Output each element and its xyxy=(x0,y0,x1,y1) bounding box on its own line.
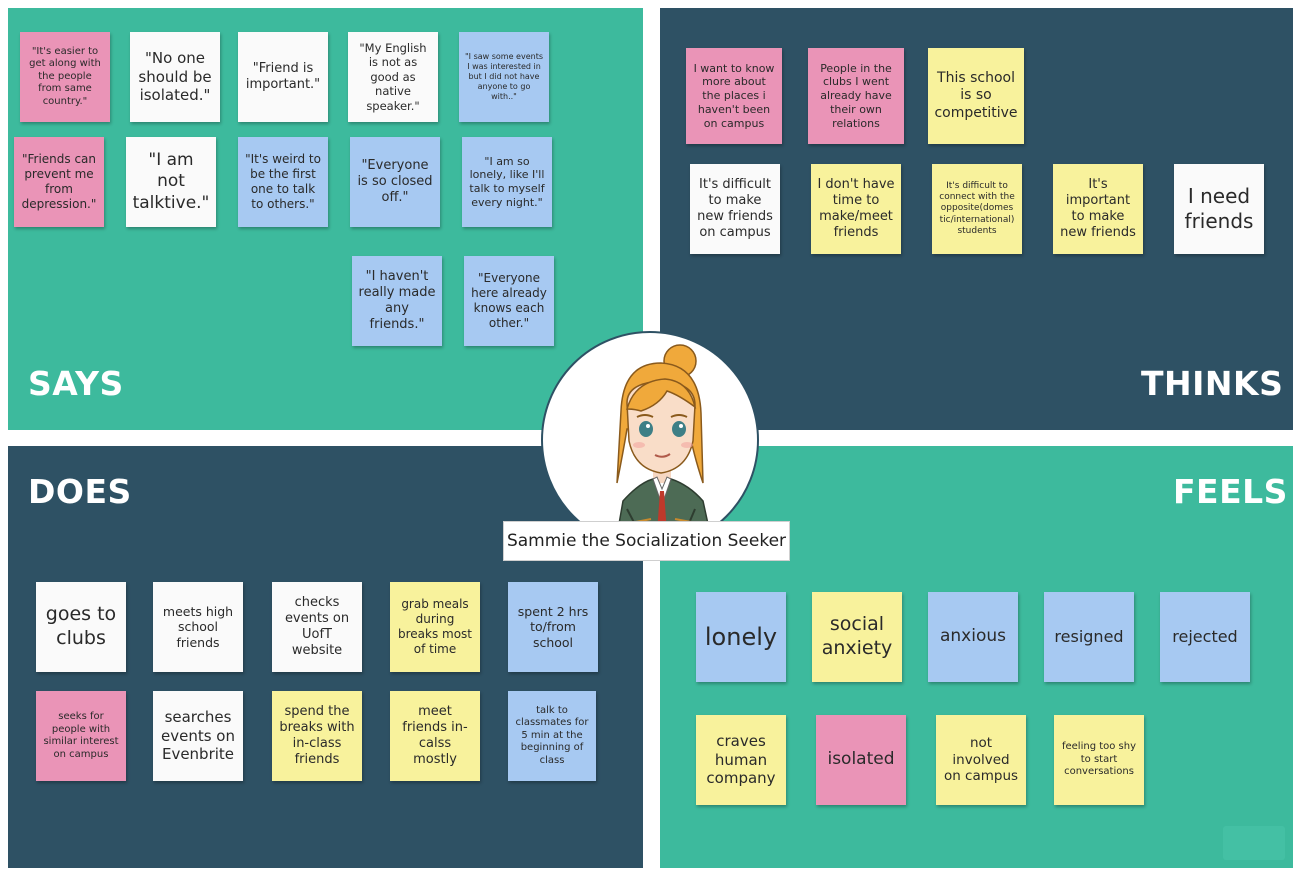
does-note[interactable]: talk to classmates for 5 min at the begi… xyxy=(508,691,596,781)
thinks-note[interactable]: I want to know more about the places i h… xyxy=(686,48,782,144)
persona-name: Sammie the Socialization Seeker xyxy=(503,521,790,561)
says-note[interactable]: "I saw some events I was interested in b… xyxy=(459,32,549,122)
says-note[interactable]: "Everyone is so closed off." xyxy=(350,137,440,227)
feels-note[interactable]: not involved on campus xyxy=(936,715,1026,805)
thinks-note[interactable]: People in the clubs I went already have … xyxy=(808,48,904,144)
thinks-note[interactable]: It's difficult to make new friends on ca… xyxy=(690,164,780,254)
does-note[interactable]: goes to clubs xyxy=(36,582,126,672)
says-label: SAYS xyxy=(28,364,124,403)
does-note[interactable]: meets high school friends xyxy=(153,582,243,672)
feels-note[interactable]: rejected xyxy=(1160,592,1250,682)
does-note[interactable]: seeks for people with similar interest o… xyxy=(36,691,126,781)
thinks-note[interactable]: This school is so competitive xyxy=(928,48,1024,144)
says-note[interactable]: "I am not talktive." xyxy=(126,137,216,227)
girl-illustration-icon xyxy=(543,333,757,547)
feels-note[interactable]: isolated xyxy=(816,715,906,805)
says-note[interactable]: "I haven't really made any friends." xyxy=(352,256,442,346)
does-note[interactable]: searches events on Evenbrite xyxy=(153,691,243,781)
does-label: DOES xyxy=(28,472,132,511)
feels-label: FEELS xyxy=(1173,472,1288,511)
says-note[interactable]: "Friend is important." xyxy=(238,32,328,122)
feels-note[interactable]: resigned xyxy=(1044,592,1134,682)
says-note[interactable]: "It's weird to be the first one to talk … xyxy=(238,137,328,227)
says-note[interactable]: "Everyone here already knows each other.… xyxy=(464,256,554,346)
thinks-note[interactable]: It's important to make new friends xyxy=(1053,164,1143,254)
does-note[interactable]: spent 2 hrs to/from school xyxy=(508,582,598,672)
does-note[interactable]: grab meals during breaks most of time xyxy=(390,582,480,672)
feels-note[interactable]: social anxiety xyxy=(812,592,902,682)
corner-button[interactable] xyxy=(1223,826,1285,860)
feels-note[interactable]: feeling too shy to start conversations xyxy=(1054,715,1144,805)
does-note[interactable]: checks events on UofT website xyxy=(272,582,362,672)
says-note[interactable]: "Friends can prevent me from depression.… xyxy=(14,137,104,227)
thinks-label: THINKS xyxy=(1141,364,1283,403)
feels-note[interactable]: lonely xyxy=(696,592,786,682)
does-note[interactable]: spend the breaks with in-class friends xyxy=(272,691,362,781)
says-note[interactable]: "My English is not as good as native spe… xyxy=(348,32,438,122)
says-note[interactable]: "It's easier to get along with the peopl… xyxy=(20,32,110,122)
says-note[interactable]: "I am so lonely, like I'll talk to mysel… xyxy=(462,137,552,227)
feels-note[interactable]: anxious xyxy=(928,592,1018,682)
thinks-note[interactable]: It's difficult to connect with the oppos… xyxy=(932,164,1022,254)
does-note[interactable]: meet friends in-calss mostly xyxy=(390,691,480,781)
thinks-note[interactable]: I don't have time to make/meet friends xyxy=(811,164,901,254)
persona-avatar xyxy=(541,331,759,549)
thinks-note[interactable]: I need friends xyxy=(1174,164,1264,254)
says-note[interactable]: "No one should be isolated." xyxy=(130,32,220,122)
feels-note[interactable]: craves human company xyxy=(696,715,786,805)
